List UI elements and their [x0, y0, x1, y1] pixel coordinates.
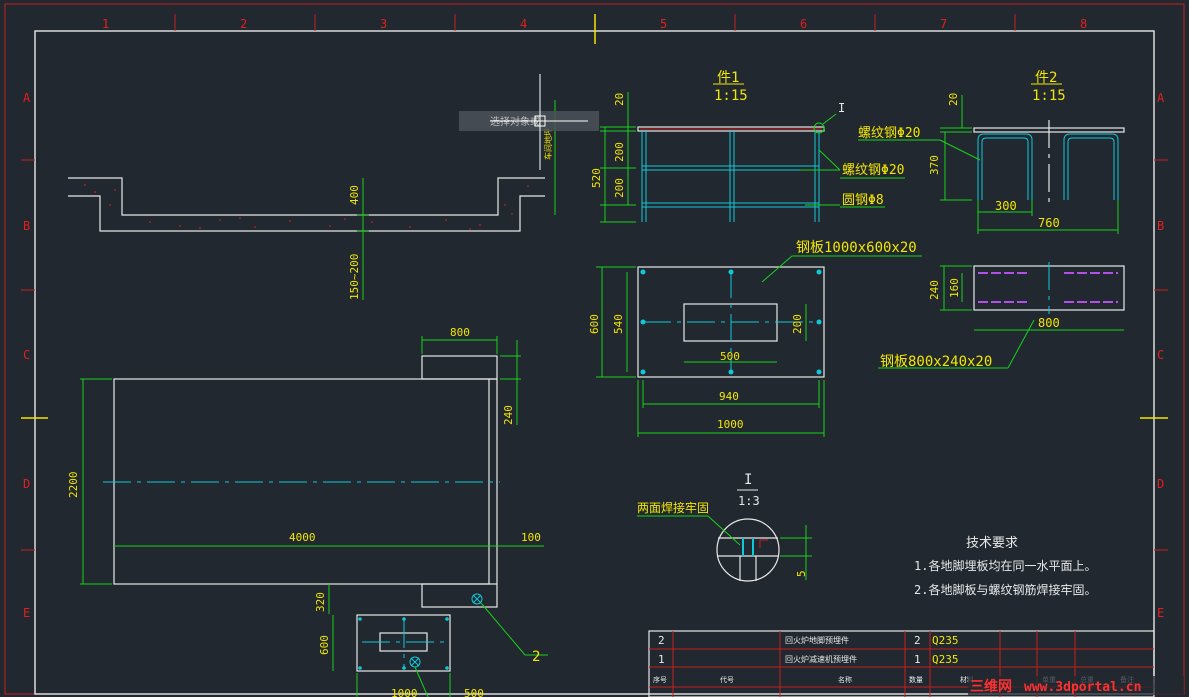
part1-detail-mark: I — [838, 101, 845, 115]
col-label: 2 — [240, 17, 247, 31]
plan-dim-4000: 4000 — [289, 531, 316, 544]
plan-balloon: 2 — [532, 649, 540, 665]
dim-150-200: 150~200 — [348, 254, 361, 300]
plate1-dim-1000: 1000 — [717, 418, 744, 431]
plan-dim-600: 600 — [318, 635, 331, 655]
tech-requirements: 技术要求 1.各地脚埋板均在同一水平面上。 2.各地脚板与螺纹钢筋焊接牢固。 — [914, 536, 1096, 597]
plate1-dim-540: 540 — [612, 314, 625, 334]
row-label: D — [1157, 477, 1164, 491]
col-label: 7 — [940, 17, 947, 31]
bom-row-no: 1 — [658, 653, 665, 666]
plate1-callout: 钢板1000x600x20 — [796, 240, 917, 256]
zone-ticks — [21, 14, 1168, 551]
part1-dim-20: 20 — [613, 93, 626, 106]
bom-header: 数量 — [909, 675, 923, 684]
plan-dim-500: 500 — [464, 687, 484, 697]
part2-dim-300: 300 — [995, 199, 1017, 213]
row-label: A — [1157, 91, 1165, 105]
row-label: C — [1157, 348, 1164, 362]
weld-note: 两面焊接牢固 — [637, 500, 709, 515]
floor-section-view[interactable]: 车间地坪 400 150~200 — [68, 100, 556, 300]
col-label: 6 — [800, 17, 807, 31]
part1-callout-rod: 圆钢Φ8 — [842, 193, 884, 208]
watermark: 三维网 www.3dportal.cn — [968, 676, 1184, 695]
row-label: B — [23, 219, 30, 233]
part2-view[interactable]: 件2 1:15 20 370 300 760 螺纹钢Φ20 — [858, 70, 1125, 234]
row-label: D — [23, 477, 30, 491]
part2-scale: 1:15 — [1032, 88, 1066, 104]
row-label: C — [23, 348, 30, 362]
part2-dim-370: 370 — [928, 155, 941, 175]
part1-dim-200a: 200 — [613, 142, 626, 162]
bom-row-qty: 1 — [914, 653, 921, 666]
plate1-view[interactable]: 600 540 200 500 940 1000 钢板1000x600x20 — [588, 240, 922, 437]
tech-item-1: 1.各地脚埋板均在同一水平面上。 — [914, 558, 1096, 573]
plate2-dim-800: 800 — [1038, 316, 1060, 330]
bom-header: 名称 — [838, 675, 852, 684]
bom-row-material: Q235 — [932, 634, 959, 647]
plan-dim-1000: 1000 — [391, 687, 418, 697]
part1-scale: 1:15 — [714, 88, 748, 104]
col-label: 4 — [520, 17, 527, 31]
bom-header: 代号 — [720, 675, 734, 684]
part1-dim-520: 520 — [590, 168, 603, 188]
part1-callout-rebar: 螺纹钢Φ20 — [842, 163, 904, 178]
plate1-dim-500: 500 — [720, 350, 740, 363]
bom-header: 材料 — [960, 675, 974, 684]
plate1-dim-200: 200 — [791, 314, 804, 334]
part2-title: 件2 — [1035, 70, 1057, 86]
detail-view[interactable]: I 1:3 两面焊接牢固 5 — [637, 472, 812, 582]
row-label: A — [23, 91, 31, 105]
cad-cursor: 选择对象或 — [459, 74, 599, 170]
bom-row-material: Q235 — [932, 653, 959, 666]
col-label: 3 — [380, 17, 387, 31]
col-label: 1 — [102, 17, 109, 31]
bom-row-no: 2 — [658, 634, 665, 647]
plate2-callout: 钢板800x240x20 — [880, 354, 992, 370]
part2-dim-20: 20 — [947, 93, 960, 106]
plate2-dim-240: 240 — [928, 280, 941, 300]
plan-view[interactable]: 2 800 240 2200 4000 100 320 600 1000 500 — [67, 326, 548, 697]
col-label: 5 — [660, 17, 667, 31]
plan-dim-240: 240 — [502, 405, 515, 425]
detail-dim-5: 5 — [795, 570, 808, 577]
part2-dim-760: 760 — [1038, 216, 1060, 230]
zone-labels: 1 2 3 4 5 6 7 8 A B C D E A B C D E — [23, 17, 1165, 620]
tech-title: 技术要求 — [966, 536, 1018, 551]
detail-mark: I — [744, 472, 752, 488]
row-label: B — [1157, 219, 1164, 233]
floor-label: 车间地坪 — [543, 128, 553, 160]
bom-row-name: 回火炉地脚预埋件 — [785, 635, 849, 645]
col-label: 8 — [1080, 17, 1087, 31]
bom-row-qty: 2 — [914, 634, 921, 647]
plan-dim-2200: 2200 — [67, 472, 80, 499]
plate1-dim-940: 940 — [719, 390, 739, 403]
plate1-dim-600: 600 — [588, 314, 601, 334]
plan-dim-100: 100 — [521, 531, 541, 544]
dim-400: 400 — [348, 185, 361, 205]
row-label: E — [23, 606, 30, 620]
bom-row-name: 回火炉减速机预埋件 — [785, 654, 857, 664]
plate2-dim-160: 160 — [948, 278, 961, 298]
part2-callout-rebar: 螺纹钢Φ20 — [858, 126, 920, 141]
row-label: E — [1157, 606, 1164, 620]
plan-dim-320: 320 — [314, 592, 327, 612]
watermark-url: www.3dportal.cn — [1024, 680, 1141, 695]
tech-item-2: 2.各地脚板与螺纹钢筋焊接牢固。 — [914, 582, 1096, 597]
plan-dim-800: 800 — [450, 326, 470, 339]
part1-view[interactable]: 件1 1:15 I 20 200 200 520 螺纹钢Φ20 圆钢Φ8 — [590, 70, 905, 223]
part1-dim-200b: 200 — [613, 178, 626, 198]
bom-header: 序号 — [653, 675, 667, 684]
part1-title: 件1 — [717, 70, 739, 86]
watermark-brand: 三维网 — [970, 678, 1012, 695]
plate2-view[interactable]: 240 160 800 钢板800x240x20 — [878, 262, 1125, 370]
detail-scale: 1:3 — [738, 494, 760, 508]
